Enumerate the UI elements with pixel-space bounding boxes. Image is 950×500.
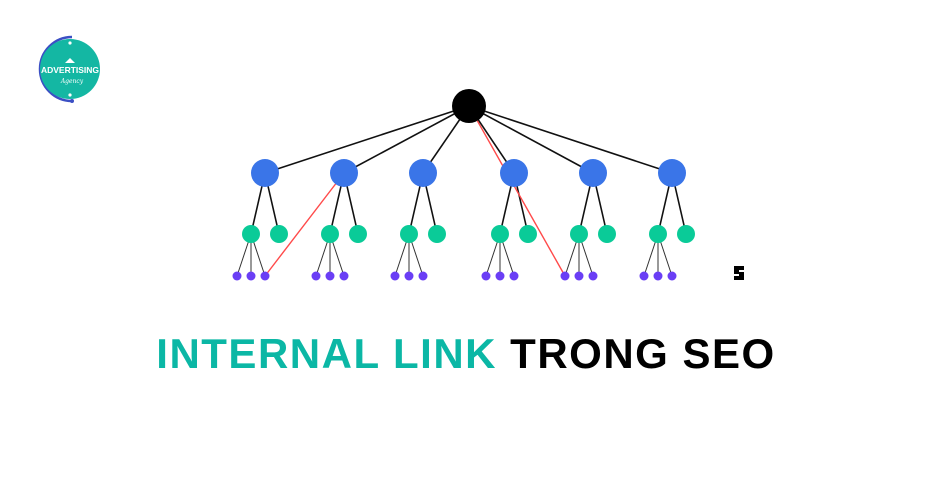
level3-node [418, 271, 428, 281]
level1-node [251, 159, 279, 187]
tree-edge [264, 105, 470, 174]
level2-node [677, 225, 695, 243]
level2-node [570, 225, 588, 243]
level3-node [232, 271, 242, 281]
level3-node [311, 271, 321, 281]
svg-text:Agency: Agency [60, 78, 84, 85]
level2-node [349, 225, 367, 243]
level1-node [330, 159, 358, 187]
page-title: INTERNAL LINK TRONG SEO [0, 330, 932, 378]
level2-node [519, 225, 537, 243]
title-accent: INTERNAL LINK [156, 330, 497, 377]
level2-node [270, 225, 288, 243]
level3-node [246, 271, 256, 281]
level3-node [509, 271, 519, 281]
root-node [452, 89, 486, 123]
title-dark: TRONG SEO [510, 330, 776, 377]
level3-node [260, 271, 270, 281]
brand-mark-icon [734, 266, 744, 280]
level2-node [321, 225, 339, 243]
level3-node [481, 271, 491, 281]
level3-node [639, 271, 649, 281]
level2-node [400, 225, 418, 243]
tree-edge [343, 105, 470, 174]
level3-node [653, 271, 663, 281]
level3-node [404, 271, 414, 281]
level1-node [500, 159, 528, 187]
svg-text:ADVERTISING: ADVERTISING [41, 65, 99, 75]
level2-node [649, 225, 667, 243]
internal-link-edge [264, 172, 345, 277]
level1-node [409, 159, 437, 187]
tree-edge [468, 105, 594, 174]
level1-node [658, 159, 686, 187]
level1-node [579, 159, 607, 187]
internal-link-edge [468, 105, 566, 277]
level3-node [560, 271, 570, 281]
level3-node [588, 271, 598, 281]
level3-node [390, 271, 400, 281]
level3-node [325, 271, 335, 281]
level3-node [574, 271, 584, 281]
level2-node [598, 225, 616, 243]
level2-node [428, 225, 446, 243]
level3-node [495, 271, 505, 281]
level3-node [339, 271, 349, 281]
level3-node [667, 271, 677, 281]
level2-node [242, 225, 260, 243]
advertising-agency-logo: ADVERTISING Agency [38, 35, 100, 103]
site-structure-tree [232, 89, 695, 281]
level2-node [491, 225, 509, 243]
tree-edge [468, 105, 673, 174]
